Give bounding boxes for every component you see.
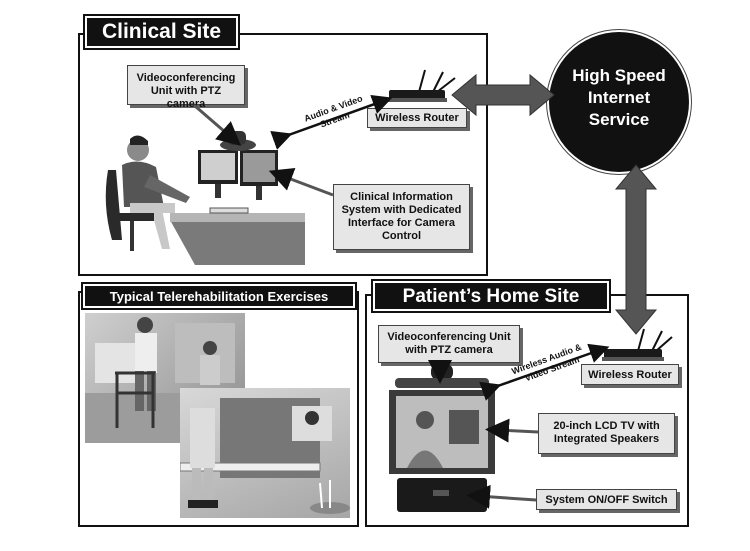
home-switch-pointer xyxy=(466,484,537,509)
clinical-stream-arrow xyxy=(270,94,393,150)
clinical-photo xyxy=(100,125,305,265)
internet-line-3: Service xyxy=(588,110,650,129)
home-switch-label: System ON/OFF Switch xyxy=(536,489,677,510)
home-site-title: Patient’s Home Site xyxy=(371,279,611,313)
clinical-site-title: Clinical Site xyxy=(83,14,240,50)
home-tv-setup xyxy=(387,362,497,514)
internet-line-2: Internet xyxy=(587,88,651,107)
home-stream-arrow xyxy=(479,343,610,401)
clinical-router-icon xyxy=(387,69,456,102)
home-tv-label: 20-inch LCD TV with Integrated Speakers xyxy=(538,413,675,454)
clinical-vc-unit-label: Videoconferencing Unit with PTZ camera xyxy=(127,65,245,110)
clinical-information-system-label: Clinical Information System with Dedicat… xyxy=(333,184,470,250)
home-tv-pointer xyxy=(485,418,539,443)
router-to-internet-arrow xyxy=(451,73,555,117)
home-router-icon xyxy=(602,328,673,361)
clinical-vc-pointer xyxy=(194,104,242,146)
internet-line-1: High Speed xyxy=(572,66,666,85)
clinical-cis-pointer xyxy=(268,168,334,197)
exercises-title: Typical Telerehabilitation Exercises xyxy=(81,282,357,310)
exercise-photo-balance-beam xyxy=(180,388,350,518)
internet-to-home-arrow xyxy=(614,164,658,335)
internet-service-circle: High Speed Internet Service xyxy=(549,32,689,172)
home-vc-unit-label: Videoconferencing Unit with PTZ camera xyxy=(378,325,520,363)
